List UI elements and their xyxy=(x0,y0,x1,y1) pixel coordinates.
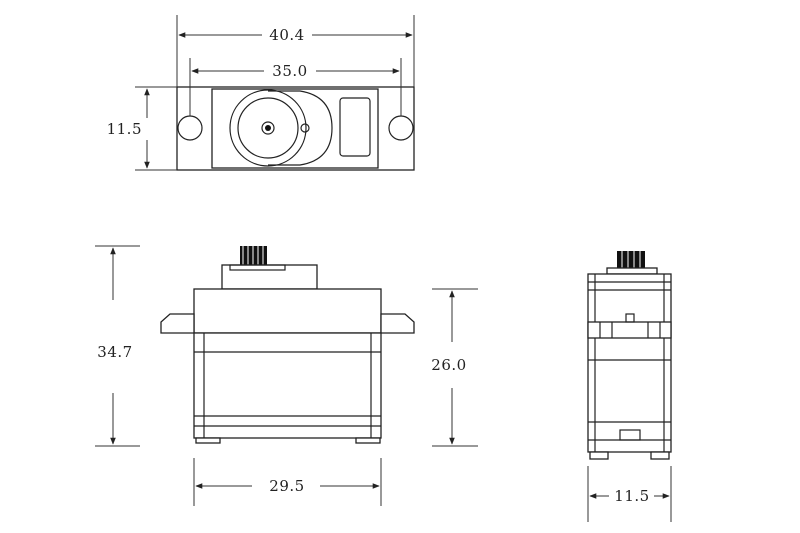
dim-top-height: 11.5 xyxy=(107,120,142,138)
output-boss-inner xyxy=(237,97,299,159)
top-view: 40.4 35.0 11.5 xyxy=(107,15,415,171)
dim-front-body-height: 26.0 xyxy=(431,356,466,374)
front-lower-case xyxy=(193,332,382,439)
front-gear-top xyxy=(221,264,318,290)
output-shaft xyxy=(265,125,271,131)
dim-front-body-width: 29.5 xyxy=(269,477,304,495)
dim-top-total-width: 40.4 xyxy=(269,26,304,44)
label-window xyxy=(339,97,371,157)
side-gear-top xyxy=(606,267,658,275)
front-foot-left xyxy=(195,437,221,444)
front-view: 34.7 26.0 29.5 xyxy=(95,245,478,506)
front-foot-right xyxy=(355,437,381,444)
side-case xyxy=(587,273,672,453)
small-pin xyxy=(300,123,310,133)
front-flange-right xyxy=(380,313,415,334)
dim-top-hole-spacing: 35.0 xyxy=(272,62,307,80)
side-view: 11.5 xyxy=(587,251,672,522)
side-foot-right xyxy=(650,451,670,460)
side-foot-left xyxy=(589,451,609,460)
dim-side-width: 11.5 xyxy=(614,487,649,505)
side-output-spline xyxy=(617,251,645,269)
gear-housing xyxy=(268,90,333,166)
output-boss-outer xyxy=(229,89,307,167)
dim-front-total-height: 34.7 xyxy=(97,343,132,361)
front-flange-left xyxy=(160,313,195,334)
output-shaft-outer xyxy=(261,121,275,135)
front-upper-case xyxy=(193,288,382,334)
